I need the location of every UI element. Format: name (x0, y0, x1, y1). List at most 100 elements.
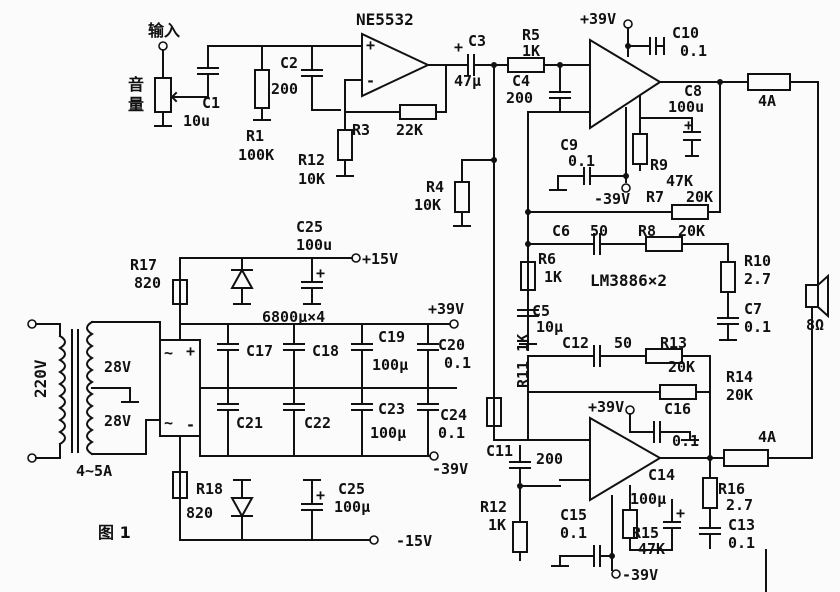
R6-value: 1K (544, 268, 562, 286)
C17-name: C17 (246, 342, 273, 360)
volume-label-char-1: 音 (128, 75, 144, 94)
C7-name: C7 (744, 300, 762, 318)
R9-value: 47K (666, 172, 693, 190)
R13-value: 20K (668, 358, 695, 376)
C8-name: C8 (684, 82, 702, 100)
R17-value: 820 (134, 274, 161, 292)
R7-value: 20K (686, 188, 713, 206)
fuse-bottom (723, 449, 769, 467)
C13-value: 0.1 (728, 534, 755, 552)
power-supply: 220V 28V 28V 4~5A ~ + ~ - +39V 6800μ×4 +… (27, 218, 471, 550)
C23-name: C23 (378, 400, 405, 418)
C11-value: 200 (536, 450, 563, 468)
R12b-value: 1K (488, 516, 506, 534)
svg-text:+: + (366, 36, 375, 54)
svg-text:~: ~ (164, 414, 173, 432)
bottom-amp-stage: R11 1K C12 50 R13 20K R14 20K +39V C16 0… (480, 334, 813, 592)
C3-name: C3 (468, 32, 486, 50)
C15-name: C15 (560, 506, 587, 524)
R18-resistor (172, 471, 188, 499)
mains-voltage-label: 220V (31, 359, 50, 398)
C19-value: 100μ (372, 356, 408, 374)
svg-text:+: + (186, 342, 195, 360)
secondary-2-label: 28V (104, 412, 131, 430)
R18-value: 820 (186, 504, 213, 522)
R12b-resistor (512, 521, 528, 553)
C3-value: 47μ (454, 72, 481, 90)
R8-value: 20K (678, 222, 705, 240)
C10-name: C10 (672, 24, 699, 42)
transformer-rating: 4~5A (76, 462, 112, 480)
R13-name: R13 (660, 334, 687, 352)
C7-value: 0.1 (744, 318, 771, 336)
C4-value: 200 (506, 89, 533, 107)
R9-name: R9 (650, 156, 668, 174)
figure-label: 图 1 (98, 523, 131, 542)
R11-label: R11 1K (514, 334, 532, 388)
R5-name: R5 (522, 26, 540, 44)
LM3886-label: LM3886×2 (590, 271, 667, 290)
R10-resistor (720, 261, 736, 293)
C5-name: C5 (532, 302, 550, 320)
R16-name: R16 (718, 480, 745, 498)
C12-value: 50 (614, 334, 632, 352)
R4-name: R4 (426, 178, 444, 196)
speaker-icon (805, 284, 819, 308)
rail-m39-mid: -39V (432, 460, 468, 478)
C6-name: C6 (552, 222, 570, 240)
R16-value: 2.7 (726, 496, 753, 514)
NE5532-label: NE5532 (356, 10, 414, 29)
rail-m15: -15V (396, 532, 432, 550)
C4-name: C4 (512, 72, 530, 90)
R4-value: 10K (414, 196, 441, 214)
C11-name: C11 (486, 442, 513, 460)
C12-name: C12 (562, 334, 589, 352)
C14-name: C14 (648, 466, 675, 484)
R3-resistor (399, 104, 437, 120)
C25b-name: C25 (338, 480, 365, 498)
R14-value: 20K (726, 386, 753, 404)
rail-m39-top: -39V (594, 190, 630, 208)
svg-text:+: + (676, 504, 685, 522)
svg-text:~: ~ (164, 344, 173, 362)
speaker-impedance: 8Ω (806, 316, 824, 334)
R1-resistor (254, 69, 270, 109)
svg-text:+: + (316, 264, 325, 282)
rail-m39-low: -39V (622, 566, 658, 584)
C25b-value: 100μ (334, 498, 370, 516)
C5-value: 10μ (536, 318, 563, 336)
C8-value: 100u (668, 98, 704, 116)
R16-resistor (702, 477, 718, 509)
cap-bank-label: 6800μ×4 (262, 308, 325, 326)
C2-value: 200 (271, 80, 298, 98)
R6-name: R6 (538, 250, 556, 268)
R15-value: 47K (638, 540, 665, 558)
C1-name: C1 (202, 94, 220, 112)
R12a-value: 10K (298, 170, 325, 188)
C18-name: C18 (312, 342, 339, 360)
R10-name: R10 (744, 252, 771, 270)
fuse-top (747, 73, 791, 91)
LM3886-top-opamp (589, 38, 662, 130)
C1-value: 10u (183, 112, 210, 130)
R1-name: R1 (246, 127, 264, 145)
rail-p15: +15V (362, 250, 398, 268)
R5-resistor (507, 57, 545, 73)
svg-text:-: - (366, 72, 375, 90)
R12a-name: R12 (298, 151, 325, 169)
fuse-top-label: 4A (758, 92, 776, 110)
R3-value: 22K (396, 121, 423, 139)
input-stage: 输入 音 量 C1 10u R1 100K C2 200 + - NE5532 (128, 10, 463, 188)
NE5532-opamp (361, 32, 431, 98)
LM3886-bottom-opamp (589, 416, 662, 502)
R14-name: R14 (726, 368, 753, 386)
R15-name: R15 (632, 524, 659, 542)
C6-value: 50 (590, 222, 608, 240)
R3-name: R3 (352, 121, 370, 139)
C25a-name: C25 (296, 218, 323, 236)
volume-label-char-2: 量 (128, 95, 144, 114)
R7-resistor (671, 204, 709, 220)
R4-resistor (454, 181, 470, 213)
